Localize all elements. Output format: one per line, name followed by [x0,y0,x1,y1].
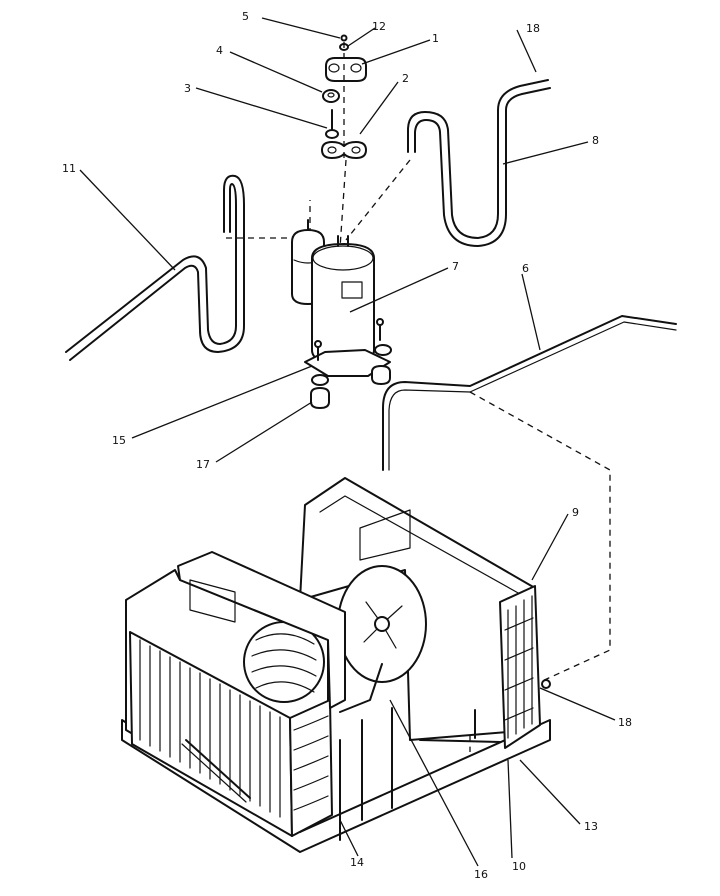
callout-10: 10 [512,860,526,873]
suction-tube [65,174,311,361]
callout-15: 15 [112,434,126,447]
callout-5: 5 [242,10,249,23]
callout-13: 13 [584,820,598,833]
chassis-assembly [121,477,551,853]
callout-17: 17 [196,458,210,471]
callout-4: 4 [216,44,223,57]
discharge-tube [345,79,551,247]
compressor [291,219,392,377]
callout-2: 2 [402,72,409,85]
callout-1: 1 [432,32,439,45]
callout-14: 14 [350,856,364,869]
callout-18-right: 18 [618,716,632,729]
callout-12: 12 [372,20,386,33]
terminal-cover-assembly [321,34,367,249]
callout-16: 16 [474,868,488,881]
callout-3: 3 [184,82,191,95]
callout-labels: 5 12 1 4 2 3 18 8 11 7 6 15 17 9 18 13 1… [62,10,632,881]
callout-11: 11 [62,162,76,175]
callout-6: 6 [522,262,529,275]
callout-18-top: 18 [526,22,540,35]
callout-9: 9 [572,506,579,519]
leader-lines [79,17,616,867]
callout-7: 7 [452,260,459,273]
callout-8: 8 [592,134,599,147]
grommets [310,365,391,409]
